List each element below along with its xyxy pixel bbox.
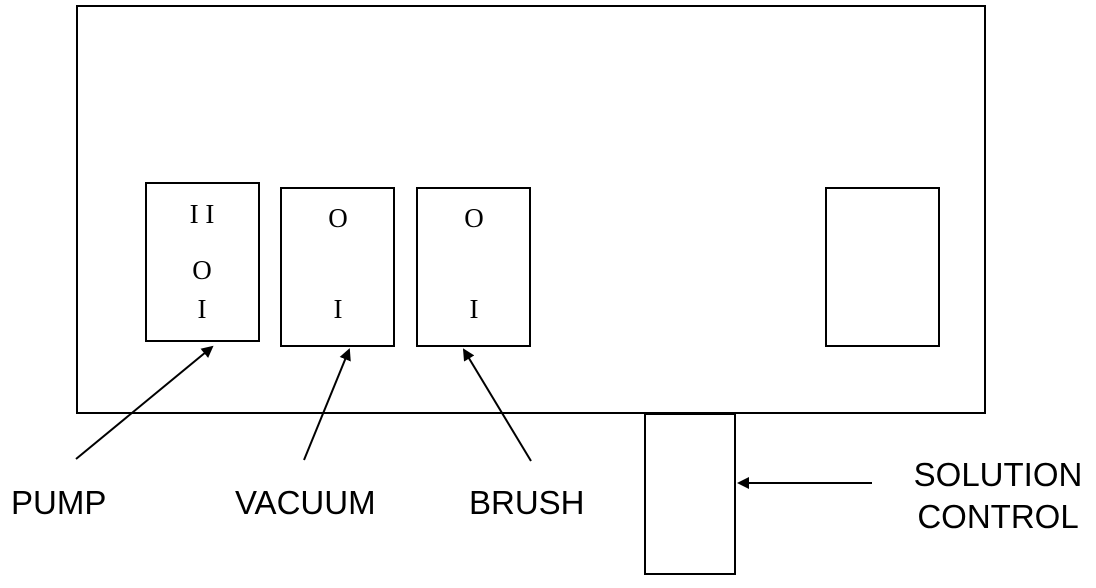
pump-label: PUMP (11, 484, 107, 521)
blank-switch[interactable] (825, 187, 940, 347)
pump-switch[interactable]: I I O I (145, 182, 260, 342)
solution-control-knob[interactable] (644, 413, 736, 575)
vacuum-switch[interactable]: O I (280, 187, 395, 347)
brush-arrow (462, 348, 532, 462)
pump-arrow (75, 345, 214, 460)
vacuum-switch-position-off: O (328, 203, 348, 233)
pump-switch-position-off: O (192, 255, 212, 285)
pump-switch-position-high: I I (190, 199, 215, 229)
vacuum-switch-position-on: I (334, 294, 343, 324)
pump-switch-position-on: I (198, 294, 207, 324)
brush-switch-position-off: O (464, 203, 484, 233)
solution-control-label-line1: SOLUTION (913, 456, 1083, 493)
brush-switch-position-on: I (470, 294, 479, 324)
vacuum-label: VACUUM (235, 484, 376, 521)
brush-switch[interactable]: O I (416, 187, 531, 347)
solution-control-label-line2: CONTROL (917, 498, 1079, 535)
solution-control-label: SOLUTION CONTROL (906, 458, 1090, 533)
vacuum-arrow (303, 348, 351, 461)
brush-label: BRUSH (469, 484, 585, 521)
control-panel (76, 5, 986, 414)
